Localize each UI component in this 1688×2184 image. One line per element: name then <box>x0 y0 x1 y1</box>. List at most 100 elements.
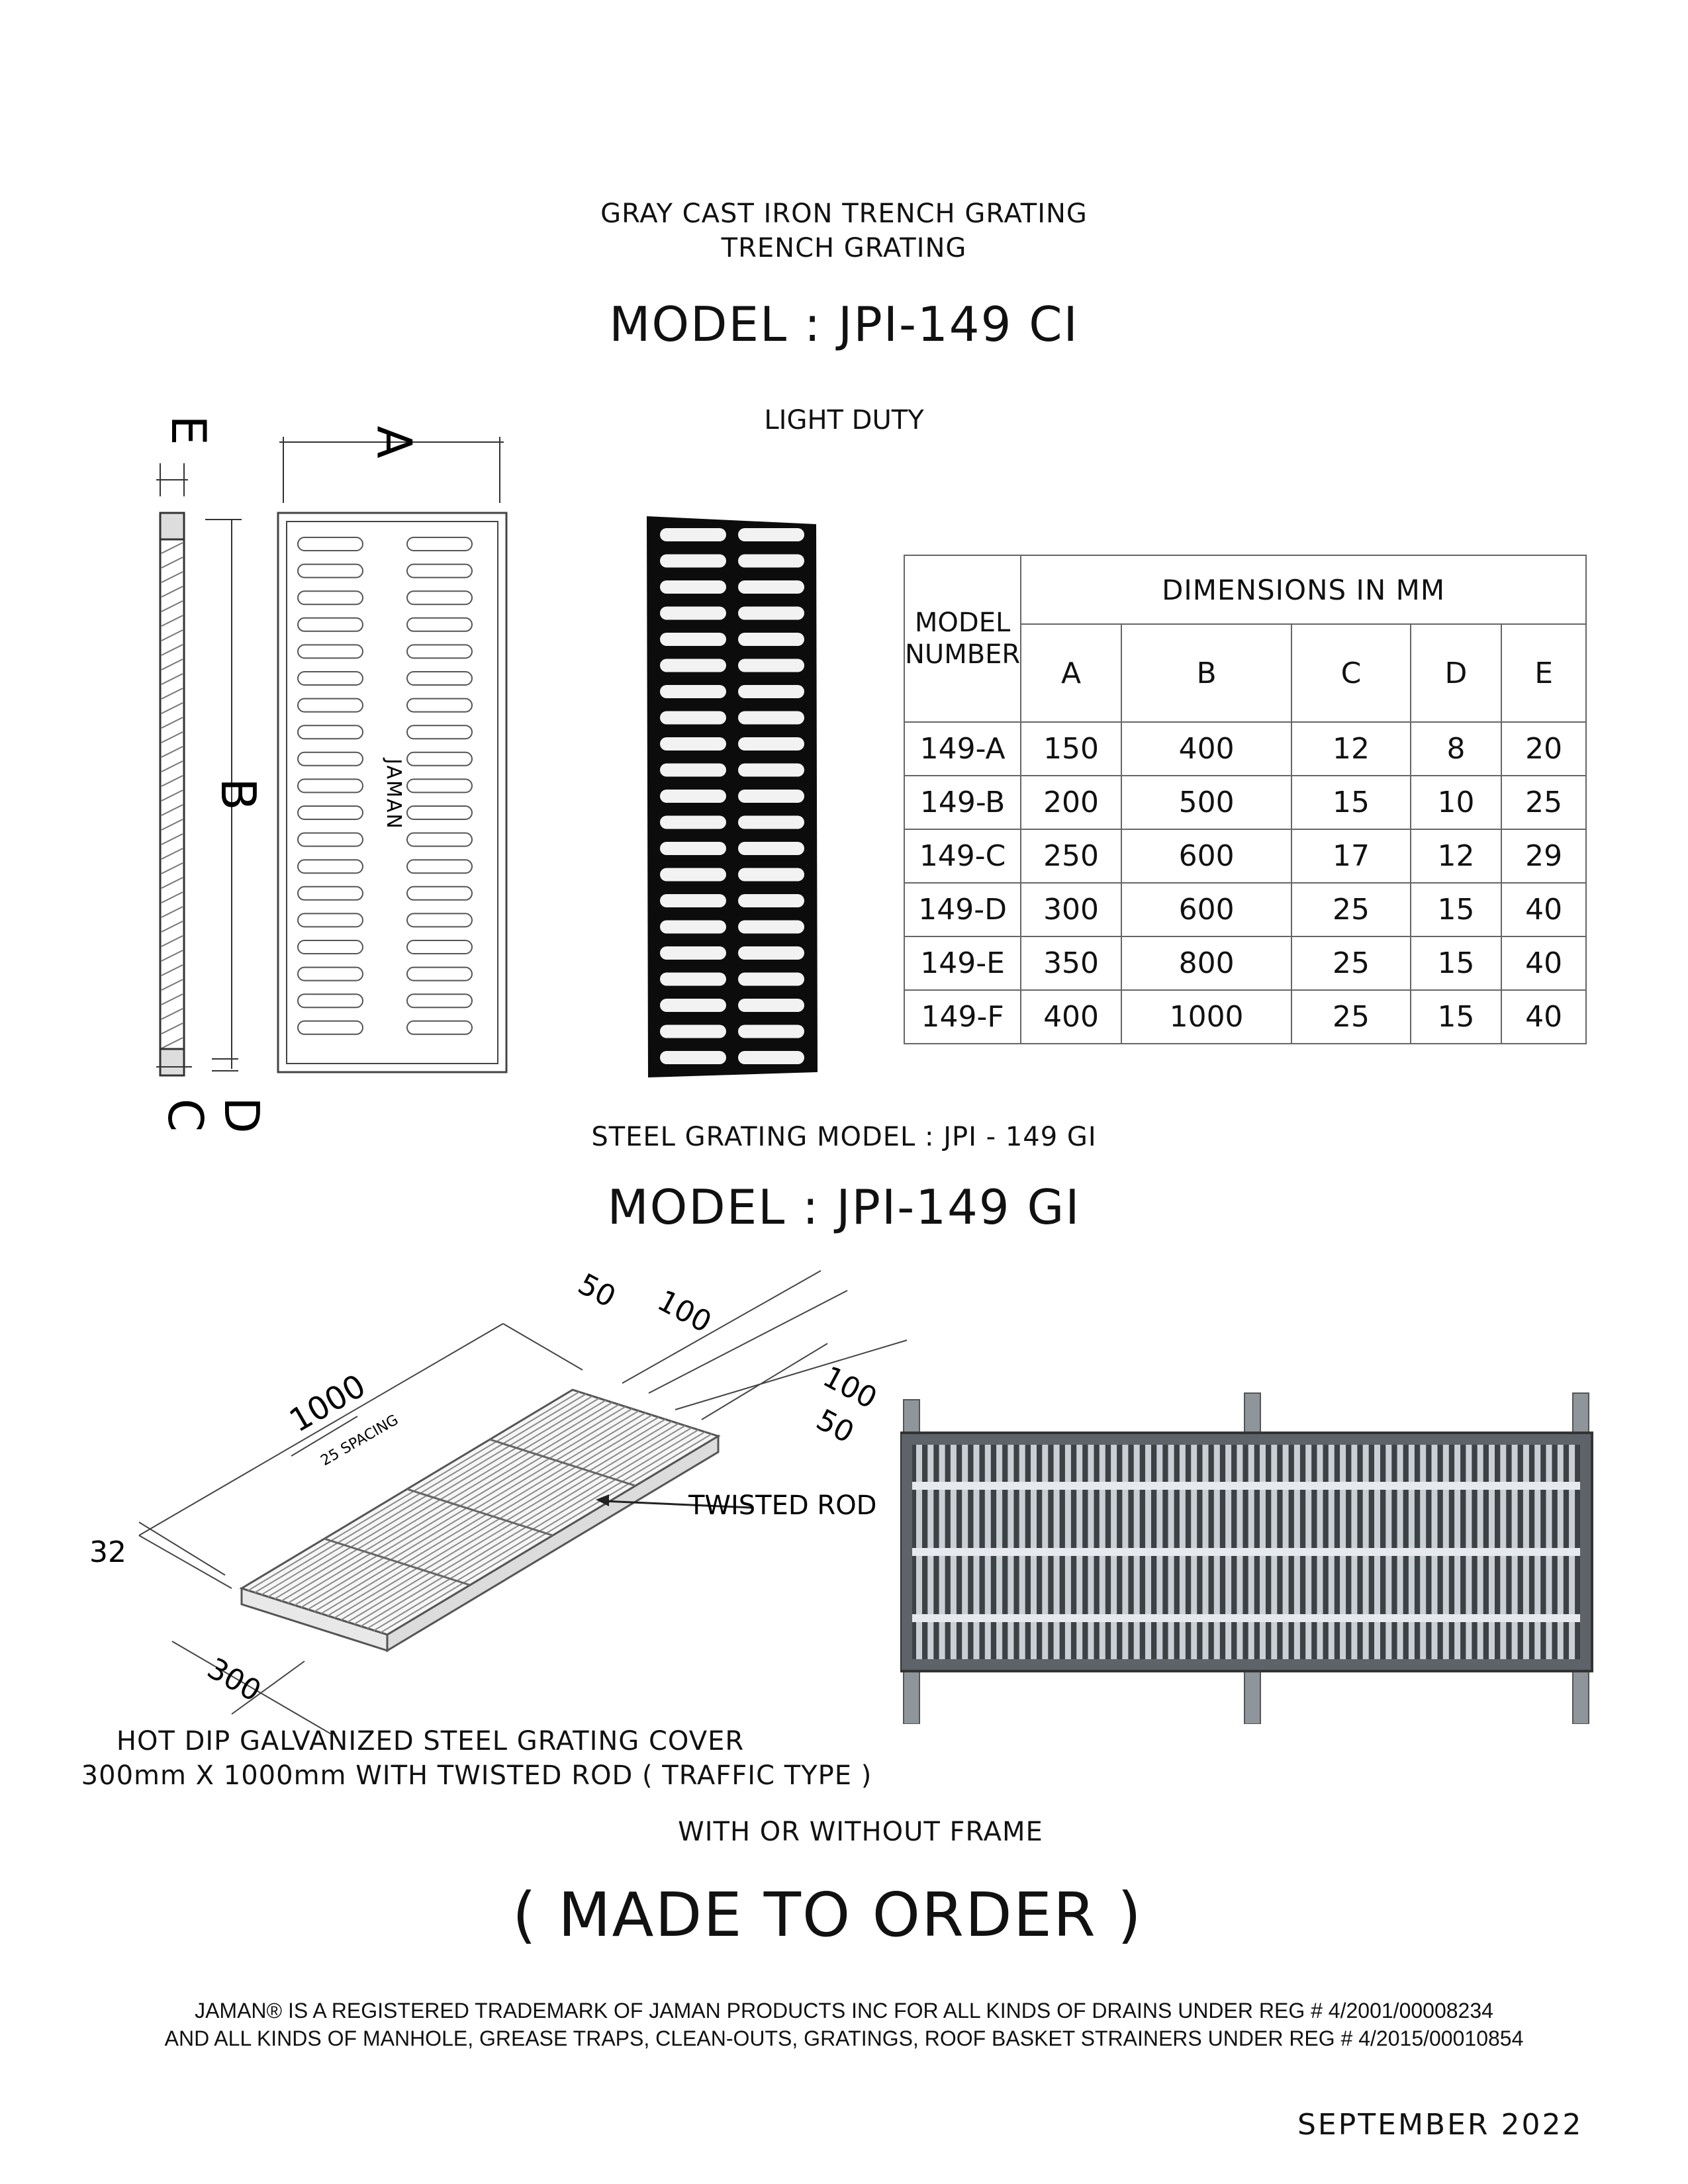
photo-slot <box>660 711 726 725</box>
slot <box>297 832 363 847</box>
slot <box>297 778 363 794</box>
photo-slot <box>738 946 804 960</box>
cross-rod <box>406 1488 553 1537</box>
slot <box>297 537 363 551</box>
frame-note: WITH OR WITHOUT FRAME <box>678 1817 1043 1847</box>
photo-slot <box>660 763 726 777</box>
column-header-d: D <box>1409 623 1503 723</box>
hatch-line <box>161 702 183 714</box>
dim-1000: 1000 <box>283 1367 372 1440</box>
hatch-line <box>161 659 183 670</box>
slot <box>406 913 473 928</box>
dimension-cell: 20 <box>1501 721 1587 776</box>
twisted-rod-label: TWISTED ROD <box>688 1490 876 1521</box>
hatch-line <box>161 615 183 627</box>
dimension-cell: 400 <box>1020 989 1122 1044</box>
photo-slot <box>738 920 804 934</box>
photo-slot <box>738 633 804 646</box>
dimension-cell: 25 <box>1501 775 1587 830</box>
grating-rod <box>912 1548 1580 1556</box>
dim-50-top: 50 <box>573 1267 621 1314</box>
slot <box>297 993 363 1009</box>
gi-grating-drawing: 50 100 100 50 1000 25 SPACING TWISTED RO… <box>89 1267 908 1734</box>
photo-slot <box>660 1024 726 1038</box>
slot <box>406 886 473 901</box>
steel-grating-label: STEEL GRATING MODEL : JPI - 149 GI <box>591 1122 1097 1152</box>
slot <box>297 805 363 820</box>
dim-line-300 <box>171 1641 332 1734</box>
photo-slot <box>660 999 726 1012</box>
photo-slot <box>738 972 804 986</box>
trademark-line-1: JAMAN® IS A REGISTERED TRADEMARK OF JAMA… <box>195 1999 1493 2023</box>
hatch-line <box>161 629 183 641</box>
column-header-a: A <box>1020 623 1122 723</box>
gi-description-1: HOT DIP GALVANIZED STEEL GRATING COVER <box>116 1726 745 1756</box>
hatch-line <box>161 848 183 860</box>
model-number-cell: 149-B <box>903 775 1022 830</box>
photo-slot <box>738 894 804 907</box>
slot <box>297 590 363 606</box>
dimension-cell: 250 <box>1020 829 1122 884</box>
photo-slot <box>738 554 804 568</box>
model-number-cell: 149-F <box>903 989 1022 1044</box>
model-number-header: MODEL NUMBER <box>903 555 1022 723</box>
slot <box>406 563 473 578</box>
hatch-line <box>161 906 183 918</box>
photo-slot <box>660 659 726 672</box>
slot <box>297 886 363 901</box>
hatch-line <box>161 790 183 801</box>
photo-slot <box>738 685 804 698</box>
dimension-cell: 600 <box>1120 829 1293 884</box>
photo-slot <box>738 815 804 829</box>
label-c: C <box>158 1099 213 1132</box>
photo-slot <box>660 685 726 698</box>
hatch-line <box>161 993 183 1005</box>
photo-slot <box>660 633 726 646</box>
photo-slot <box>738 763 804 777</box>
hatch-line <box>161 804 183 816</box>
ci-grating-drawing: E C D B JAMAN A <box>156 415 508 1134</box>
dimension-cell: 25 <box>1291 989 1411 1044</box>
dimension-cell: 15 <box>1291 775 1411 830</box>
slot <box>406 617 473 632</box>
twisted-rod-pointer <box>602 1500 752 1509</box>
made-to-order-label: ( MADE TO ORDER ) <box>512 1880 1143 1950</box>
gi-description-2: 300mm X 1000mm WITH TWISTED ROD ( TRAFFI… <box>81 1760 872 1791</box>
brand-label: JAMAN <box>382 757 405 830</box>
hatch-line <box>161 819 183 831</box>
dimension-cell: 8 <box>1409 721 1503 776</box>
slot <box>297 859 363 874</box>
slot <box>297 725 363 740</box>
slot <box>406 725 473 740</box>
hatch-line <box>161 571 183 583</box>
dimension-cell: 12 <box>1291 721 1411 776</box>
side-frame-bottom <box>159 1048 185 1077</box>
dimension-cell: 350 <box>1020 936 1122 991</box>
label-a: A <box>366 426 422 458</box>
photo-slot <box>660 580 726 594</box>
photo-slot <box>738 528 804 541</box>
label-b: B <box>211 778 266 810</box>
slot <box>406 751 473 766</box>
ci-grating-body <box>647 516 818 1077</box>
hatch-line <box>161 964 183 976</box>
photo-slot <box>660 946 726 960</box>
grating-rod <box>912 1614 1580 1622</box>
slot <box>406 698 473 713</box>
photo-slot <box>660 972 726 986</box>
photo-slot <box>660 894 726 907</box>
model-number-cell: 149-C <box>903 829 1022 884</box>
dimension-cell: 1000 <box>1120 989 1293 1044</box>
hatch-line <box>161 833 183 845</box>
photo-slot <box>660 1051 726 1064</box>
slot <box>406 590 473 606</box>
hatch-line <box>161 935 183 947</box>
photo-slot <box>660 606 726 620</box>
model-number-cell: 149-E <box>903 936 1022 991</box>
trademark-line-2: AND ALL KINDS OF MANHOLE, GREASE TRAPS, … <box>164 2026 1524 2050</box>
hatch-line <box>161 717 183 729</box>
